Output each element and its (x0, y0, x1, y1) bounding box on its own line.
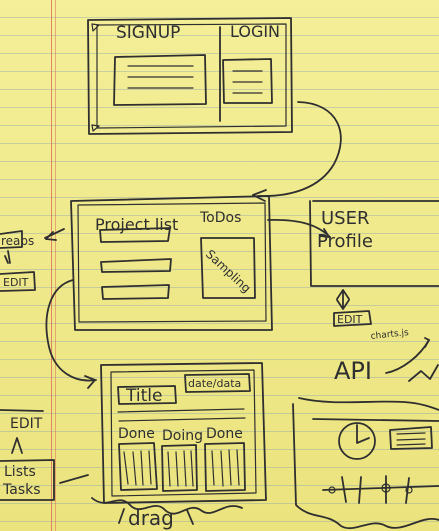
column-2-label: Doing (162, 428, 203, 444)
left-edit-label: EDIT (3, 276, 29, 289)
profile-title-profile: Profile (317, 231, 373, 252)
api-area: API charts.js (334, 328, 439, 385)
api-title: API (334, 357, 372, 385)
auth-screen: SIGNUP LOGIN (87, 17, 293, 135)
left-notes: reaps EDIT EDIT Lists Tasks (0, 230, 89, 501)
projects-screen: Project list ToDos Sampling (70, 195, 273, 331)
signup-tab-label: SIGNUP (116, 23, 180, 43)
sampling-label: Sampling (203, 247, 254, 296)
left-tasks-label: Tasks (2, 482, 41, 498)
column-3-label: Done (206, 426, 243, 442)
board-title-label: Title (125, 386, 162, 406)
paper-margin-line (51, 0, 52, 531)
task-board-screen: Title date/data Done Doing Done drag (91, 362, 267, 530)
auth-to-profile-flow (252, 101, 342, 202)
api-note: charts.js (370, 328, 409, 342)
left-lower-edit-label: EDIT (10, 416, 43, 432)
dashboard-screen (292, 397, 439, 530)
board-date-label: date/data (188, 377, 241, 390)
projects-flow-arrows (44, 219, 331, 389)
login-tab-label: LOGIN (230, 22, 280, 41)
drag-label: drag (128, 506, 174, 530)
profile-title-user: USER (321, 208, 369, 229)
column-1-label: Done (118, 426, 155, 442)
left-lists-label: Lists (4, 464, 36, 480)
profile-edit-label: EDIT (337, 313, 363, 326)
todos-label: ToDos (199, 210, 241, 226)
left-reaps-label: reaps (1, 234, 34, 248)
profile-screen: USER Profile EDIT (309, 200, 439, 327)
project-list-label: Project list (95, 215, 178, 234)
